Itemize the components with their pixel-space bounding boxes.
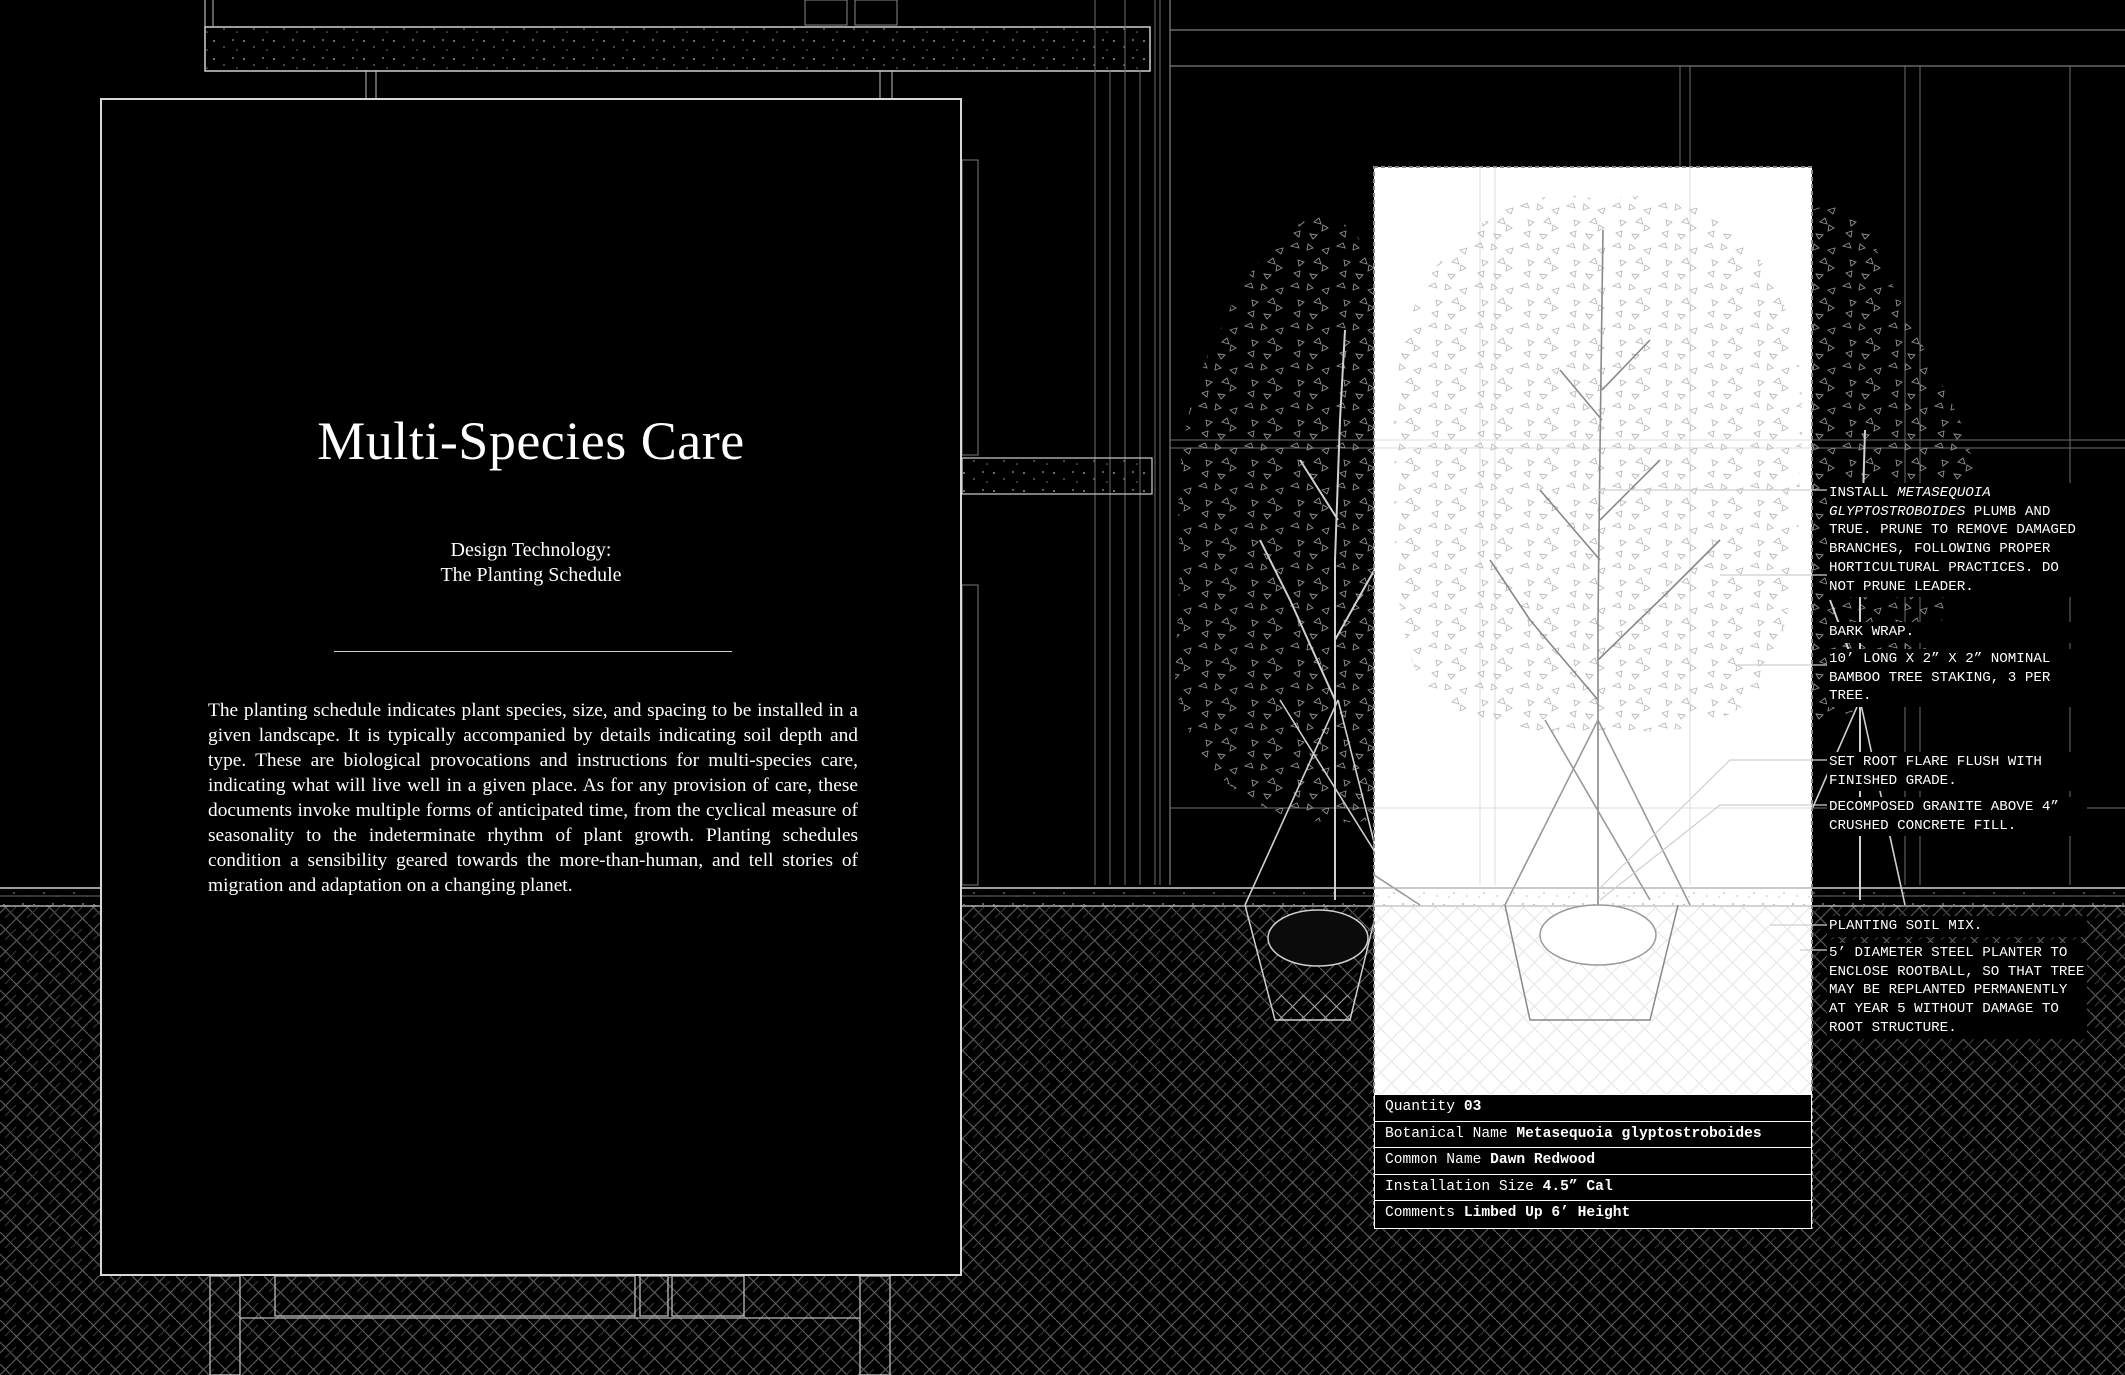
note-staking: 10’ LONG X 2” X 2” NOMINAL BAMBOO TREE S… [1827,649,2087,708]
page-title: Multi-Species Care [317,411,745,471]
note-soil-mix: PLANTING SOIL MIX. [1827,916,2087,937]
schedule-value: Dawn Redwood [1490,1152,1596,1168]
subtitle: Design Technology: The Planting Schedule [102,538,960,588]
subtitle-line-2: The Planting Schedule [440,564,622,586]
note-install: INSTALL METASEQUOIA GLYPTOSTROBOIDES PLU… [1827,483,2087,598]
note-install-rest: PLUMB AND TRUE. PRUNE TO REMOVE DAMAGED … [1829,503,2076,595]
schedule-row-common-name: Common Name Dawn Redwood [1375,1148,1811,1175]
note-planter: 5’ DIAMETER STEEL PLANTER TO ENCLOSE ROO… [1827,943,2087,1039]
title-card: Multi-Species Care Design Technology: Th… [100,98,962,1276]
divider [334,651,732,652]
schedule-label: Botanical Name [1385,1125,1517,1142]
note-granite: DECOMPOSED GRANITE ABOVE 4” CRUSHED CONC… [1827,797,2087,837]
schedule-value: Metasequoia glyptostroboides [1516,1125,1762,1142]
schedule-row-comments: Comments Limbed Up 6’ Height [1375,1201,1811,1228]
body-paragraph: The planting schedule indicates plant sp… [208,700,858,896]
note-bark-wrap: BARK WRAP. [1827,622,2087,643]
schedule-value: 4.5” Cal [1542,1178,1613,1195]
schedule-value: Limbed Up 6’ Height [1463,1205,1631,1221]
schedule-label: Installation Size [1385,1178,1543,1195]
schedule-row-installation-size: Installation Size 4.5” Cal [1375,1175,1811,1201]
schedule-value: 03 [1463,1099,1482,1115]
planting-schedule-table: Quantity 03 Botanical Name Metasequoia g… [1374,1094,1812,1229]
schedule-row-botanical-name: Botanical Name Metasequoia glyptostroboi… [1375,1122,1811,1148]
schedule-label: Comments [1385,1205,1464,1221]
schedule-label: Quantity [1385,1099,1464,1115]
subtitle-line-1: Design Technology: [450,539,612,561]
schedule-row-quantity: Quantity 03 [1375,1095,1811,1122]
note-root-flare: SET ROOT FLARE FLUSH WITH FINISHED GRADE… [1827,752,2087,792]
note-install-prefix: INSTALL [1829,485,1898,501]
schedule-label: Common Name [1385,1152,1491,1168]
note-install-species: METASEQUOIA GLYPTOSTROBOIDES [1829,485,1991,520]
